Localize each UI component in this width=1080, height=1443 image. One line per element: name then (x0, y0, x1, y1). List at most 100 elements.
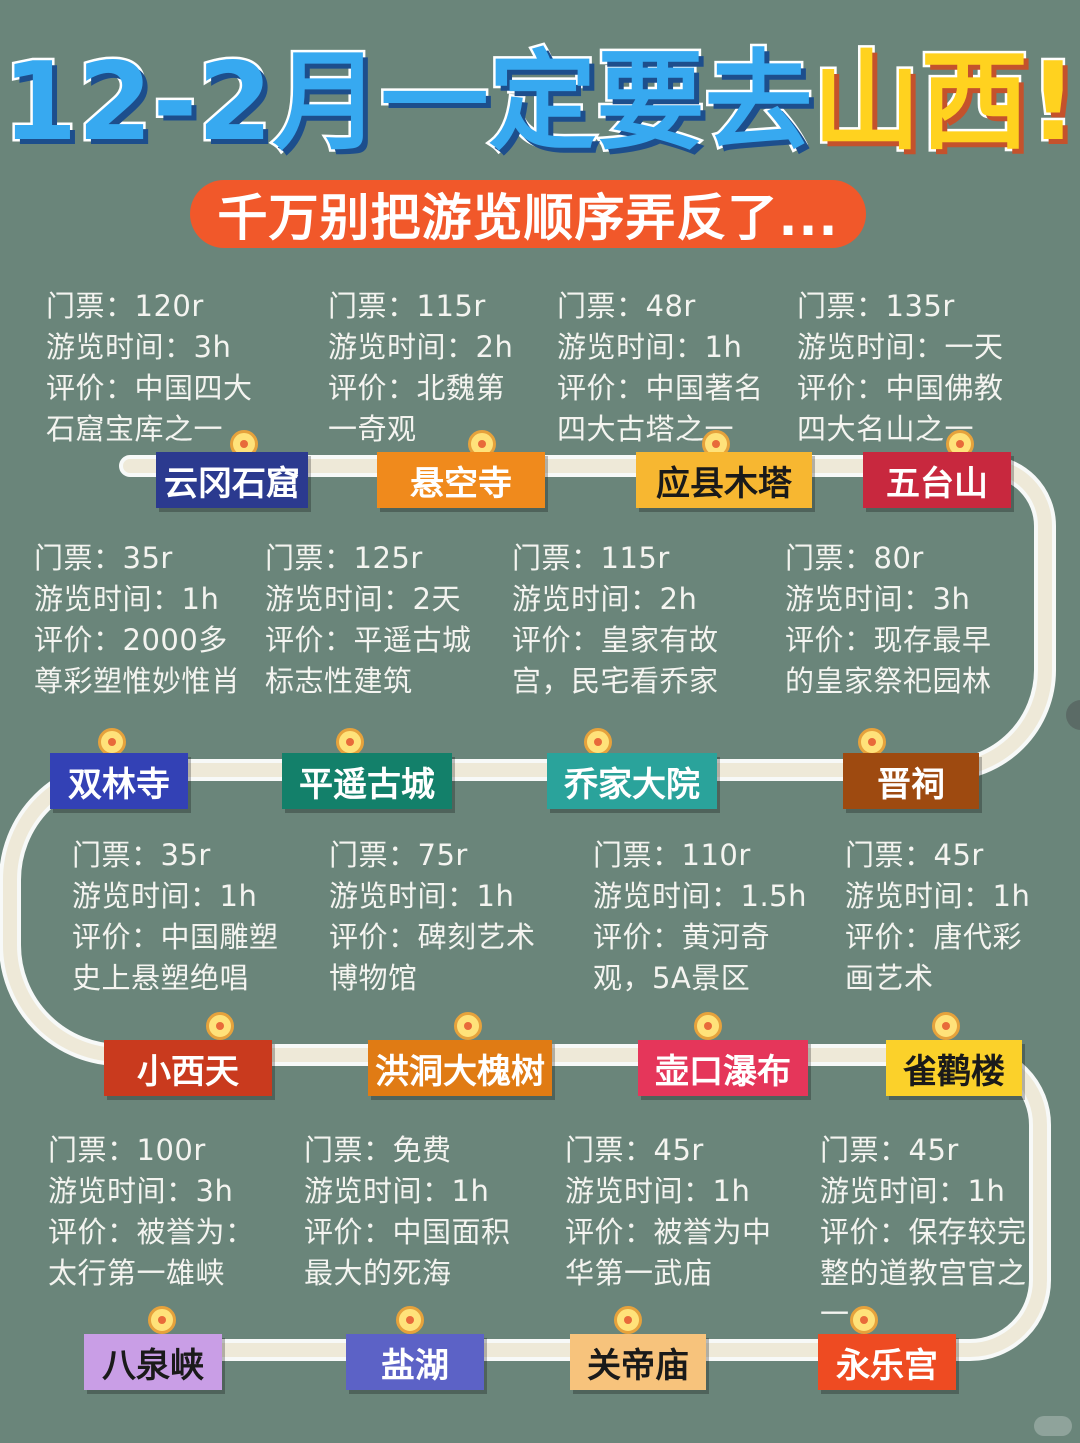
spot-label[interactable]: 盐湖 (346, 1334, 484, 1390)
info-line: 门票：125r (265, 541, 423, 575)
page-title: 12-2月一定要去 山西! (0, 28, 1080, 168)
info-line: 四大古塔之一 (557, 412, 735, 446)
info-line: 评价：皇家有故 (512, 623, 719, 657)
location-pin-icon (148, 1306, 176, 1334)
spot-info: 门票：80r 游览时间：3h 评价：现存最早的皇家祭祀园林 (785, 538, 992, 702)
info-line: 门票：115r (328, 289, 486, 323)
spot-label[interactable]: 雀鹳楼 (886, 1040, 1022, 1096)
spot-label[interactable]: 平遥古城 (282, 753, 452, 809)
info-line: 评价：中国佛教 (797, 371, 1004, 405)
info-line: 门票：75r (329, 838, 468, 872)
info-line: 标志性建筑 (265, 664, 413, 698)
info-line: 的皇家祭祀园林 (785, 664, 992, 698)
location-pin-icon (336, 728, 364, 756)
info-line: 门票：免费 (304, 1133, 452, 1167)
info-line: 游览时间：2天 (265, 582, 461, 616)
info-line: 评价：唐代彩 (845, 920, 1023, 954)
location-pin-icon (98, 728, 126, 756)
info-line: 门票：80r (785, 541, 924, 575)
spot-info: 门票：125r 游览时间：2天评价：平遥古城标志性建筑 (265, 538, 472, 702)
spot-label[interactable]: 关帝庙 (570, 1334, 706, 1390)
info-line: 游览时间：3h (48, 1174, 234, 1208)
title-part2: 山西! (810, 38, 1080, 168)
info-line: 华第一武庙 (565, 1256, 713, 1290)
spot-label[interactable]: 云冈石窟 (156, 452, 308, 508)
spot-info: 门票：135r 游览时间：一天评价：中国佛教四大名山之一 (797, 286, 1004, 450)
info-line: 整的道教宫官之 (820, 1256, 1027, 1290)
info-line: 评价：黄河奇 (593, 920, 771, 954)
info-line: 游览时间：一天 (797, 330, 1004, 364)
info-line: 门票：45r (820, 1133, 959, 1167)
title-part1: 12-2月一定要去 (0, 38, 815, 168)
info-line: 宫，民宅看乔家 (512, 664, 719, 698)
info-line: 门票：135r (797, 289, 955, 323)
scroll-arrow-icon[interactable] (1066, 700, 1080, 730)
info-line: 游览时间：1h (34, 582, 220, 616)
info-line: 游览时间：2h (512, 582, 698, 616)
info-line: 评价：平遥古城 (265, 623, 472, 657)
spot-label[interactable]: 五台山 (863, 452, 1011, 508)
info-line: 门票：45r (565, 1133, 704, 1167)
info-line: 游览时间：1h (72, 879, 258, 913)
spot-label[interactable]: 永乐宫 (818, 1334, 956, 1390)
info-line: 评价：2000多 (34, 623, 228, 657)
info-line: 评价：中国四大 (46, 371, 253, 405)
info-line: 游览时间：1h (820, 1174, 1006, 1208)
spot-label[interactable]: 八泉峡 (84, 1334, 222, 1390)
info-line: 尊彩塑惟妙惟肖 (34, 664, 241, 698)
info-line: 画艺术 (845, 961, 934, 995)
info-line: 门票：110r (593, 838, 751, 872)
info-line: 评价：被誉为： (48, 1215, 255, 1249)
spot-label[interactable]: 晋祠 (843, 753, 979, 809)
spot-label[interactable]: 乔家大院 (547, 753, 717, 809)
spot-label[interactable]: 洪洞大槐树 (368, 1040, 552, 1096)
location-pin-icon (396, 1306, 424, 1334)
info-line: 门票：100r (48, 1133, 206, 1167)
info-line: 门票：45r (845, 838, 984, 872)
info-line: 太行第一雄峡 (48, 1256, 226, 1290)
info-line: 游览时间：1h (304, 1174, 490, 1208)
location-pin-icon (584, 728, 612, 756)
info-line: 游览时间：2h (328, 330, 514, 364)
watermark (1034, 1416, 1072, 1436)
spot-info: 门票：110r 游览时间：1.5h 评价：黄河奇观，5A景区 (593, 835, 807, 999)
info-line: 四大名山之一 (797, 412, 975, 446)
info-line: 门票：35r (34, 541, 173, 575)
location-pin-icon (858, 728, 886, 756)
info-line: 游览时间：3h (46, 330, 232, 364)
info-line: 游览时间：1.5h (593, 879, 807, 913)
info-line: 评价：中国著名 (557, 371, 764, 405)
subtitle-banner: 千万别把游览顺序弄反了... (190, 180, 866, 248)
spot-info: 门票：100r 游览时间：3h 评价：被誉为： 太行第一雄峡 (48, 1130, 255, 1294)
spot-label[interactable]: 应县木塔 (636, 452, 812, 508)
spot-info: 门票：75r 游览时间：1h 评价：碑刻艺术博物馆 (329, 835, 536, 999)
location-pin-icon (454, 1012, 482, 1040)
location-pin-icon (850, 1306, 878, 1334)
info-line: 游览时间：3h (785, 582, 971, 616)
spot-label[interactable]: 双林寺 (50, 753, 188, 809)
info-line: 评价：碑刻艺术 (329, 920, 536, 954)
spot-label[interactable]: 小西天 (104, 1040, 272, 1096)
info-line: 评价：现存最早 (785, 623, 992, 657)
info-line: 游览时间：1h (565, 1174, 751, 1208)
spot-label[interactable]: 悬空寺 (377, 452, 545, 508)
info-line: 观，5A景区 (593, 961, 751, 995)
spot-info: 门票：35r 游览时间：1h 评价：2000多尊彩塑惟妙惟肖 (34, 538, 241, 702)
info-line: 游览时间：1h (845, 879, 1031, 913)
spot-label[interactable]: 壶口瀑布 (638, 1040, 808, 1096)
location-pin-icon (206, 1012, 234, 1040)
info-line: 游览时间：1h (557, 330, 743, 364)
location-pin-icon (932, 1012, 960, 1040)
info-line: 门票：35r (72, 838, 211, 872)
info-line: 门票：120r (46, 289, 204, 323)
info-line: 游览时间：1h (329, 879, 515, 913)
info-line: 评价：保存较完 (820, 1215, 1027, 1249)
info-line: 博物馆 (329, 961, 418, 995)
